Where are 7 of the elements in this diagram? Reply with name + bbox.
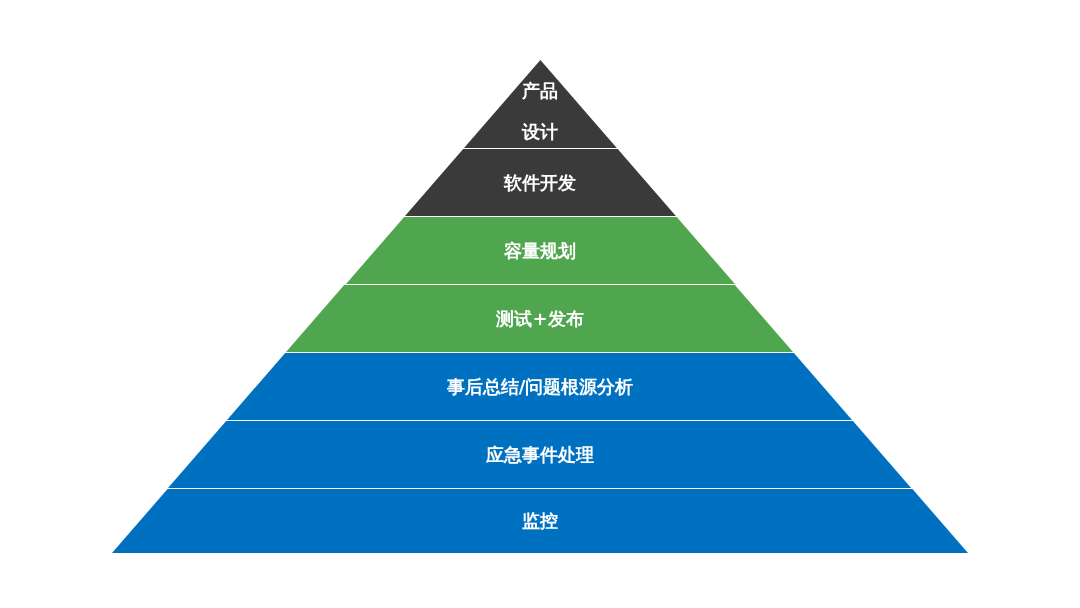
level-label: 事后总结/问题根源分析 [445, 375, 635, 398]
level-label: 容量规划 [503, 239, 577, 262]
level-label: 测试+发布 [495, 307, 585, 330]
level-label: 监控 [521, 510, 559, 532]
level-label: 产品设计 [521, 79, 559, 145]
level-label: 应急事件处理 [485, 443, 595, 466]
level-label: 软件开发 [502, 171, 577, 194]
